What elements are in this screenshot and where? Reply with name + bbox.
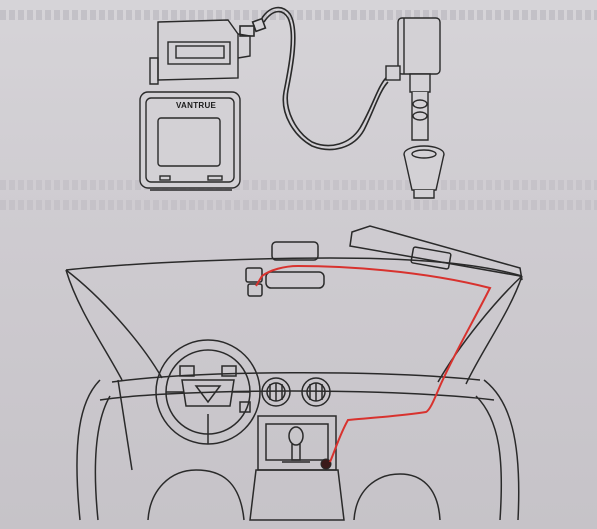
- car-interior: [65, 225, 523, 521]
- cable-route-end: [255, 275, 263, 287]
- usb-cable: [239, 6, 389, 151]
- power-socket-icon: [320, 458, 332, 470]
- show-through-text: [0, 10, 597, 20]
- dash-cam-brand: VANTRUE: [176, 101, 217, 110]
- cable-route: [261, 264, 492, 463]
- dash-cam: [139, 19, 251, 191]
- car-charger: [385, 17, 445, 199]
- show-through-text: [0, 200, 597, 210]
- show-through-text: [0, 180, 597, 190]
